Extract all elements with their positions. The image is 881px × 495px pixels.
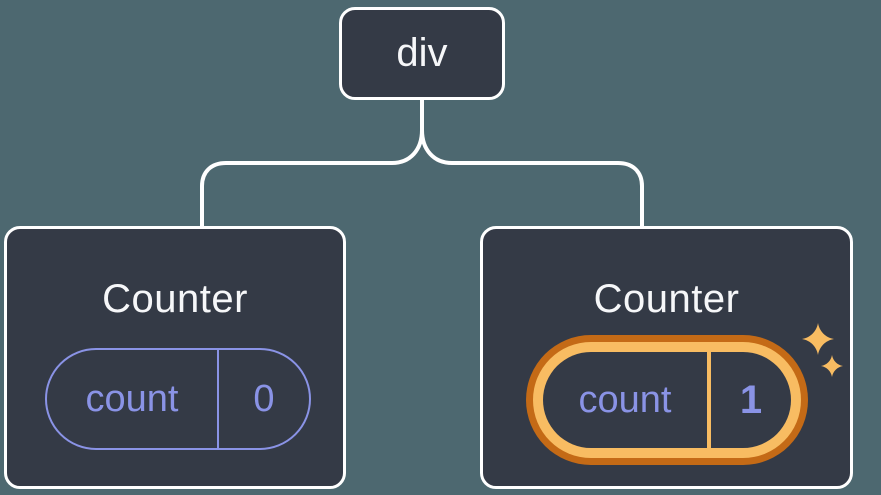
state-pill-highlight-inner-ring: count 1 <box>533 342 801 458</box>
state-value: 0 <box>253 377 275 420</box>
counter-card-right: Counter count 1 <box>480 226 853 489</box>
state-pill-highlight-ring: count 1 <box>526 335 808 465</box>
connector-left-branch <box>200 128 424 228</box>
sparkle-small-icon <box>821 355 843 377</box>
card-title: Counter <box>102 277 248 321</box>
root-node-div: div <box>339 7 505 100</box>
connector-right-branch <box>420 128 644 228</box>
state-value: 1 <box>739 377 763 422</box>
sparkles-icon <box>802 323 843 377</box>
state-key-label: count <box>543 352 711 448</box>
card-title: Counter <box>593 277 740 321</box>
counter-card-left: Counter count 0 <box>4 226 346 489</box>
sparkle-large-icon <box>802 323 834 355</box>
root-node-label: div <box>396 31 448 75</box>
state-pill: count 0 <box>45 348 311 450</box>
state-key-label: count <box>47 350 219 448</box>
state-pill-highlighted: count 1 <box>543 352 791 448</box>
